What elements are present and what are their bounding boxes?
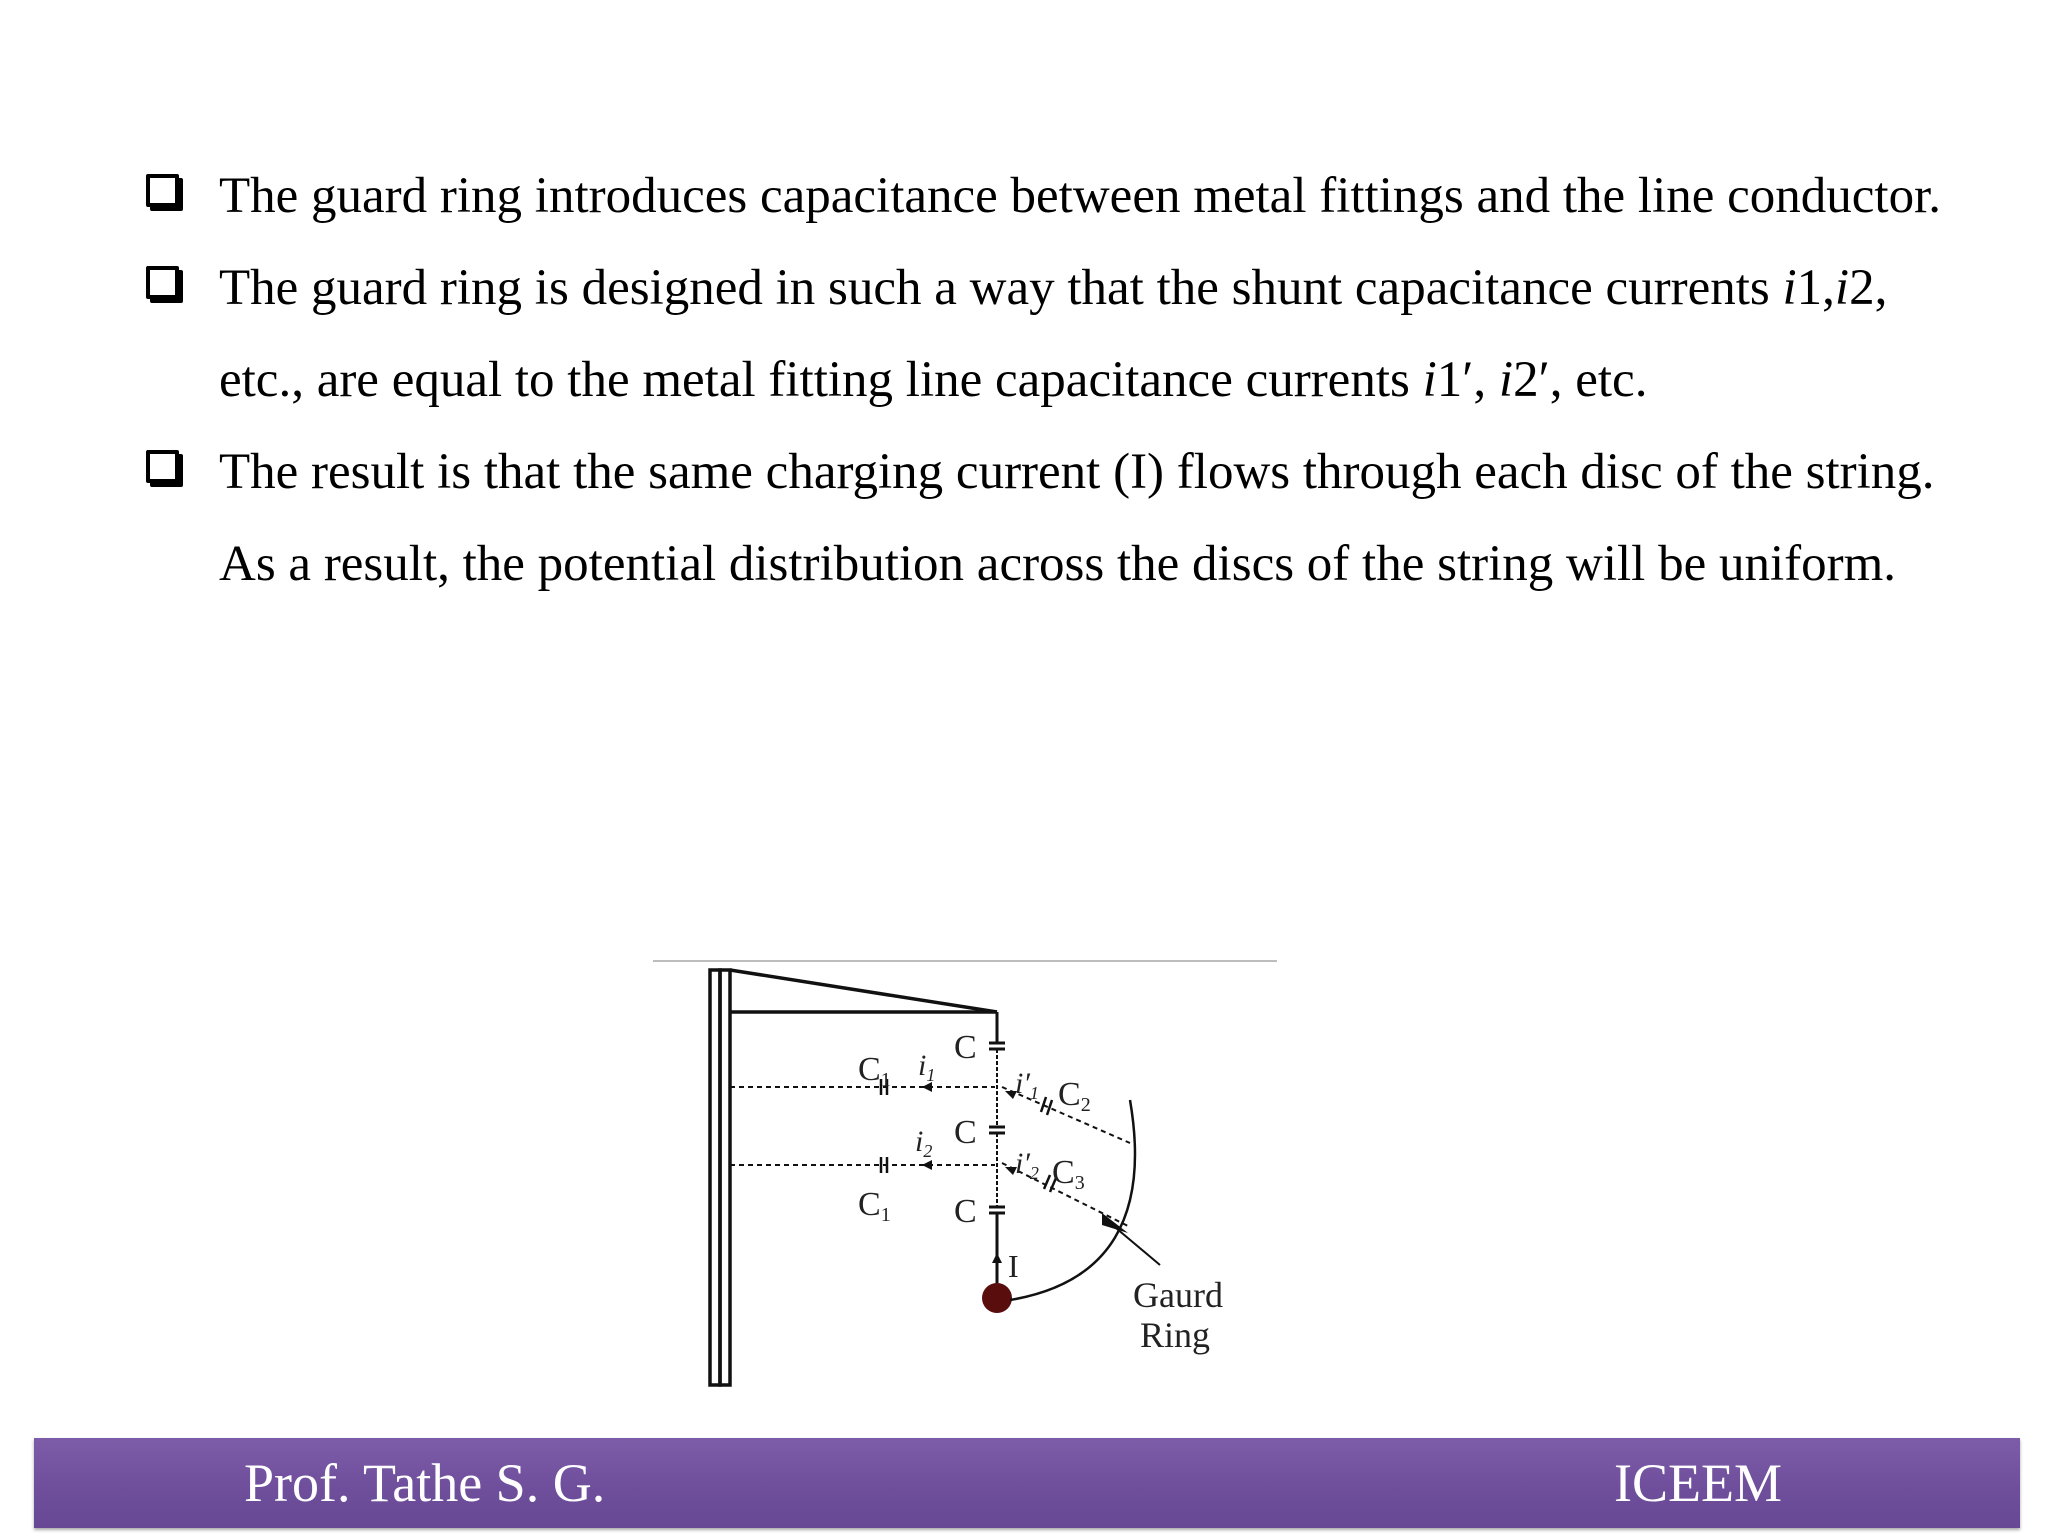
i1-arrow-icon [922, 1082, 932, 1092]
shunt-capacitor-2 [879, 1157, 889, 1173]
guard-ring-diagram: C1 C1 i1 i2 C C C i′1 i′2 C2 C3 I Gaurd … [650, 955, 1280, 1410]
guard-ring-pointer-icon [1102, 1213, 1128, 1233]
guard-ring-diagram-svg: C1 C1 i1 i2 C C C i′1 i′2 C2 C3 I Gaurd … [653, 960, 1277, 1387]
footer-author: Prof. Tathe S. G. [244, 1453, 606, 1513]
bullet-text: The guard ring introduces capacitance be… [219, 168, 1942, 224]
i1-prime-label: i′1 [1015, 1067, 1039, 1103]
bullet-item-1: The guard ring introduces capacitance be… [140, 150, 1960, 242]
i2-arrow-icon [922, 1160, 932, 1170]
disc-capacitor-1 [989, 1041, 1005, 1051]
guard-ring-label-line2: Ring [1140, 1315, 1210, 1355]
c3-label: C3 [1052, 1154, 1085, 1194]
guard-capacitor-1 [1039, 1096, 1054, 1116]
i2-prime-label: i′2 [1015, 1147, 1039, 1183]
c1-bottom-label: C1 [858, 1186, 891, 1226]
bullet-item-3: The result is that the same charging cur… [140, 426, 1960, 610]
disc-capacitor-2 [989, 1125, 1005, 1135]
checkbox-bullet-icon [146, 266, 179, 299]
charging-current-label: I [1008, 1248, 1019, 1284]
bullet-text: The result is that the same charging cur… [219, 444, 1935, 592]
i2-label: i2 [915, 1125, 932, 1161]
tower-structure [708, 968, 998, 1387]
guard-ring-pointer-line [1109, 1222, 1161, 1266]
bullet-text: The guard ring is designed in such a way… [219, 260, 1888, 408]
footer-bar: Prof. Tathe S. G. ICEEM [34, 1438, 2020, 1528]
guard-shunt-line-2 [1001, 1162, 1131, 1228]
current-arrow-icon [992, 1253, 1002, 1263]
guard-ring-label-line1: Gaurd [1133, 1275, 1223, 1315]
footer-institute: ICEEM [1614, 1453, 1782, 1513]
c1-top-label: C1 [858, 1051, 891, 1091]
disc-c-label-3: C [954, 1193, 977, 1230]
i2-prime-arrow-icon [1005, 1167, 1017, 1175]
c2-label: C2 [1058, 1076, 1091, 1116]
disc-c-label-2: C [954, 1114, 977, 1151]
shunt-capacitor-1 [879, 1079, 889, 1095]
disc-c-label-1: C [954, 1029, 977, 1066]
checkbox-bullet-icon [146, 174, 179, 207]
guard-capacitor-2 [1042, 1174, 1058, 1193]
guard-ring-curve [1009, 1099, 1137, 1302]
disc-capacitor-3 [989, 1205, 1005, 1215]
checkbox-bullet-icon [146, 450, 179, 483]
i1-prime-arrow-icon [1005, 1091, 1017, 1099]
line-conductor [982, 1283, 1012, 1313]
bullet-item-2: The guard ring is designed in such a way… [140, 242, 1960, 426]
bullet-list: The guard ring introduces capacitance be… [140, 150, 1960, 610]
i1-label: i1 [918, 1049, 935, 1085]
